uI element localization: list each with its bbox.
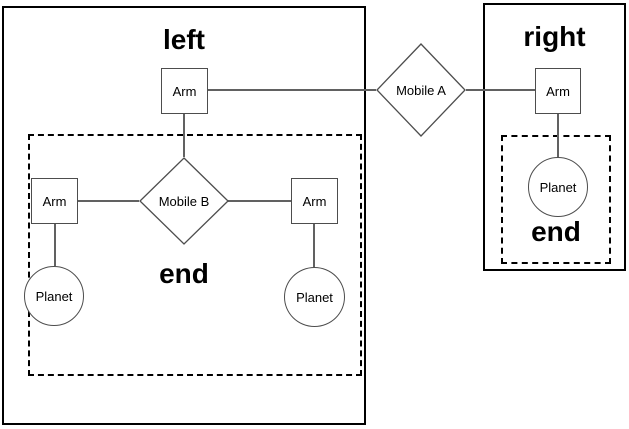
connector-armtop-to-mobile-a [208, 89, 376, 91]
connector-armtop-to-mobile-b [183, 114, 185, 157]
left-group-title: left [163, 24, 205, 55]
node-label: Planet [539, 179, 577, 195]
node-arm-top: Arm [161, 68, 208, 114]
right-group-frame: right [483, 3, 626, 271]
connector-arm-left-to-planet [54, 223, 56, 266]
node-planet-right: Planet [284, 267, 345, 327]
node-planet-left: Planet [24, 266, 84, 326]
node-label: Arm [546, 83, 570, 99]
node-label: Arm [42, 193, 67, 209]
diamond-shape-icon [376, 43, 466, 137]
left-end-frame [28, 134, 362, 376]
left-end-title: end [159, 258, 209, 289]
right-end-frame [501, 135, 611, 264]
node-arm-left: Arm [31, 178, 78, 224]
connector-arm-right-to-planet [313, 223, 315, 267]
connector-right-arm-to-planet [557, 113, 559, 157]
connector-mobile-b-to-arm-left [78, 200, 139, 202]
right-end-title: end [531, 216, 581, 247]
right-group-title: right [523, 21, 586, 52]
connector-mobile-a-to-right-arm [466, 89, 535, 91]
node-mobile-b: Mobile B [139, 157, 229, 245]
left-group-frame: left [2, 6, 366, 425]
node-planet-rightgroup: Planet [528, 157, 588, 217]
node-mobile-a: Mobile A [376, 43, 466, 137]
diamond-shape-icon [139, 157, 229, 245]
node-label: Arm [172, 83, 197, 99]
node-label: Mobile A [396, 82, 446, 98]
connector-mobile-b-to-arm-right [228, 200, 291, 202]
node-label: Mobile B [158, 193, 210, 209]
node-arm-right: Arm [291, 178, 338, 224]
node-label: Planet [35, 288, 73, 304]
node-label: Arm [302, 193, 327, 209]
node-label: Planet [296, 289, 333, 305]
node-arm-rightgroup: Arm [535, 68, 581, 114]
